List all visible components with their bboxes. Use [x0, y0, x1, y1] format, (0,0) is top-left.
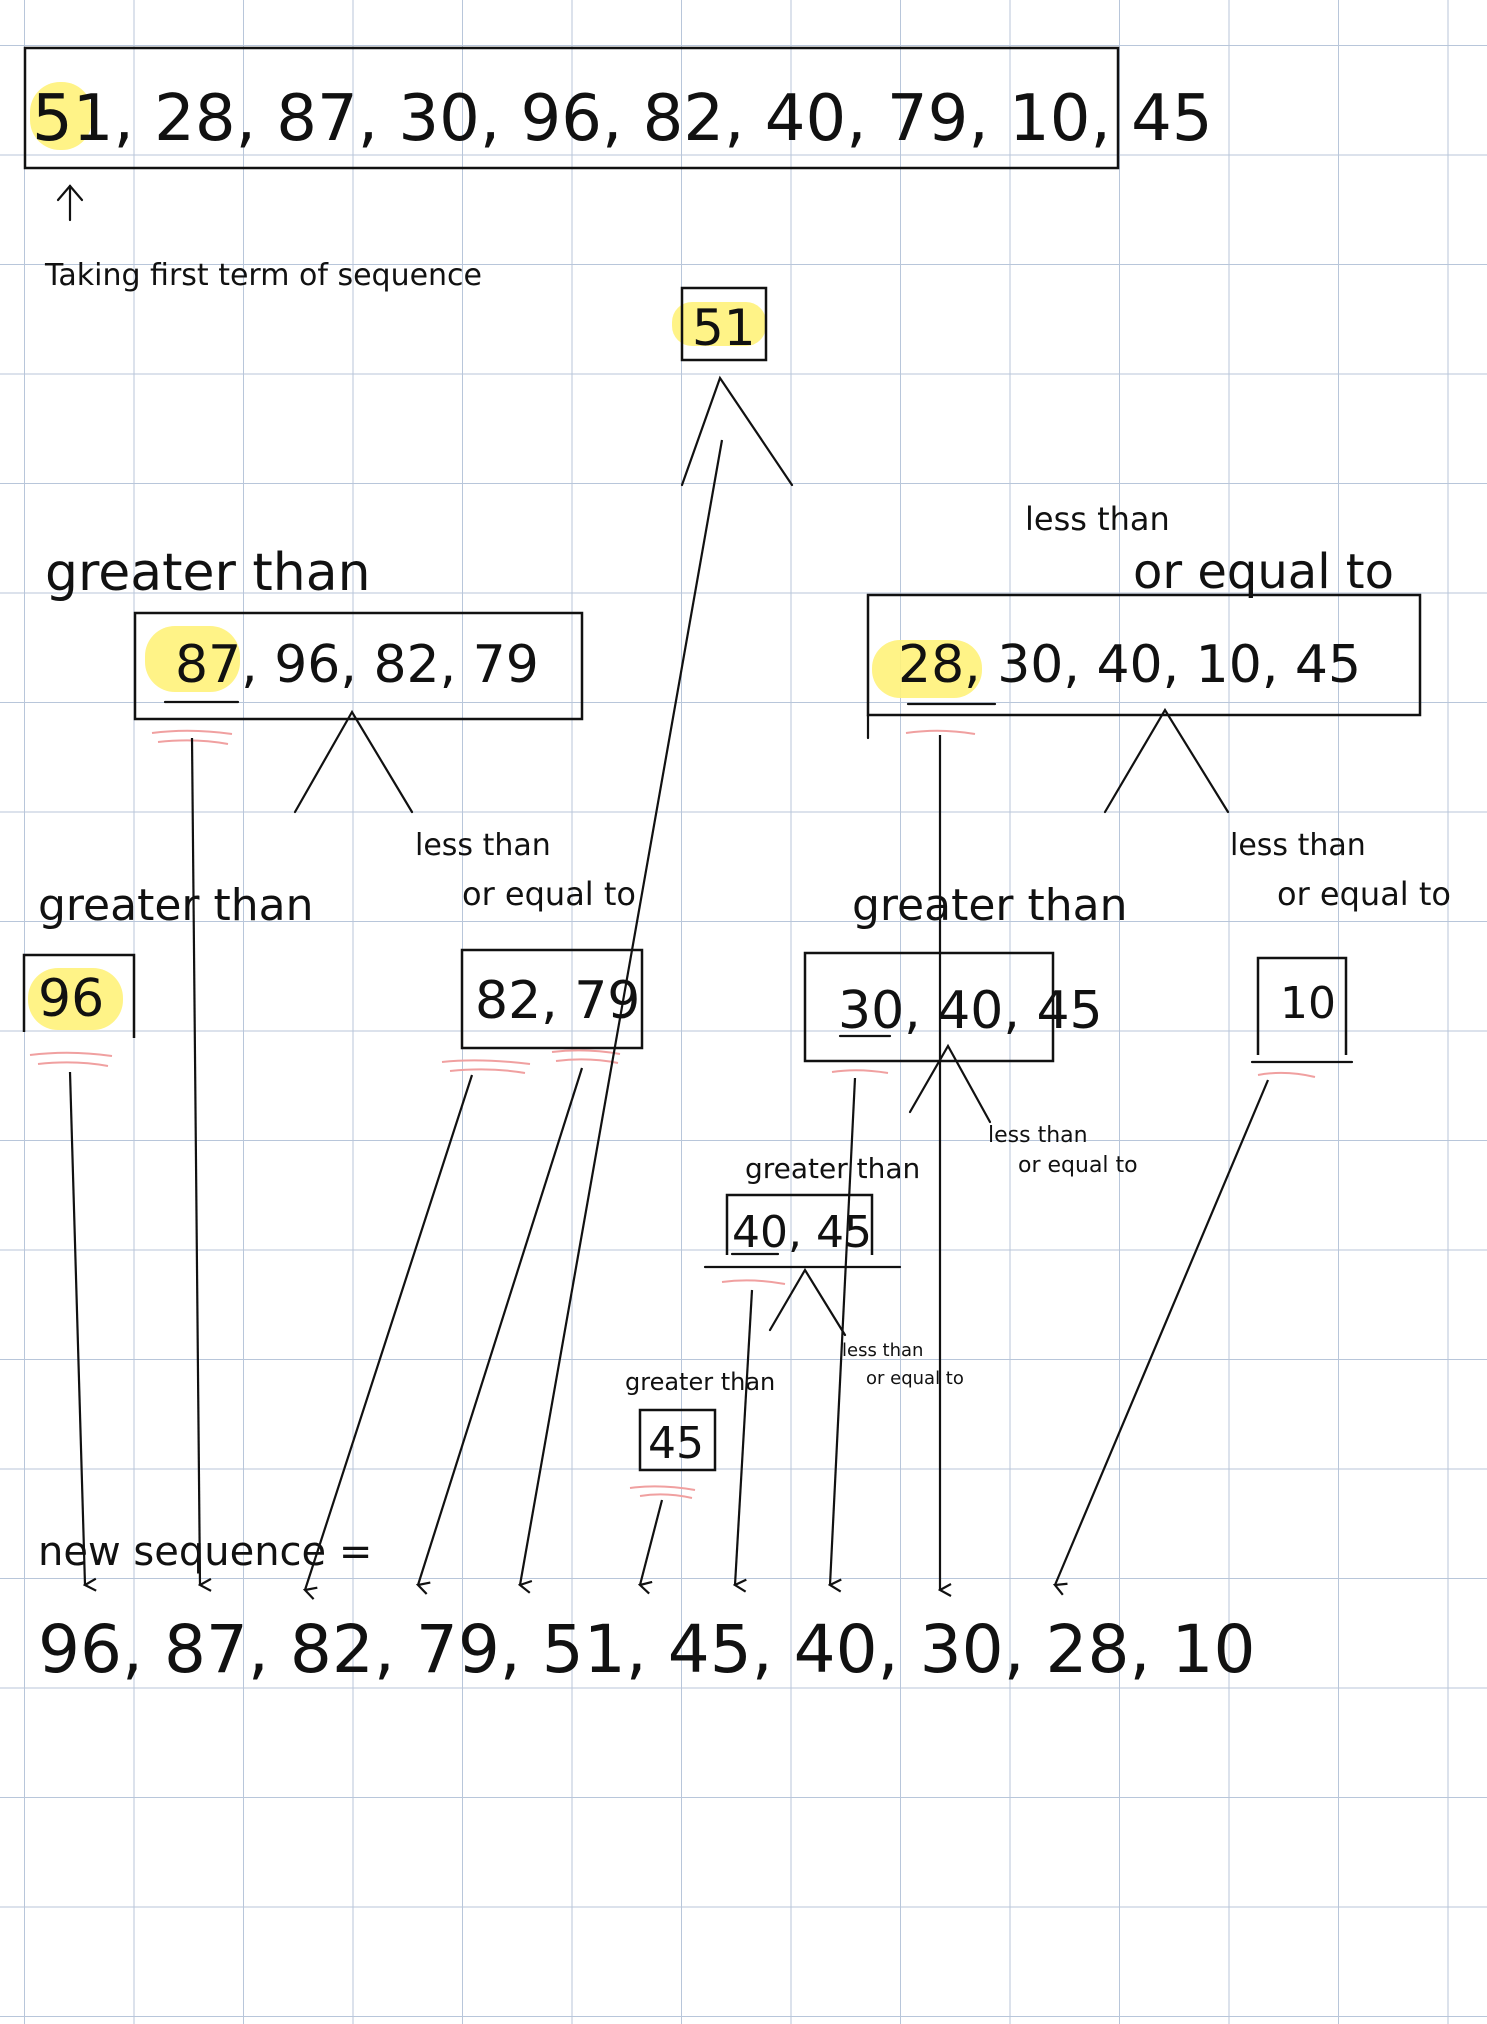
less-than-label-line1: less than	[1025, 500, 1170, 538]
less-than-label-line2: or equal to	[1133, 544, 1394, 600]
node-40-45-box	[725, 1193, 874, 1255]
greater-group: 87, 96, 82, 79	[175, 635, 539, 695]
node-96-box	[22, 953, 136, 1038]
greater-than-label-l4: greater than	[625, 1368, 775, 1396]
node-82-79: 82, 79	[475, 971, 640, 1031]
less-than-label-l2b-line1: less than	[1230, 828, 1366, 863]
node-30-40-45-box	[803, 951, 1055, 1063]
greater-than-label: greater than	[45, 543, 371, 603]
less-group: 28, 30, 40, 10, 45	[898, 635, 1361, 695]
node-30-40-45-branches	[908, 1043, 992, 1124]
less-than-label-l2a-line1: less than	[415, 828, 551, 863]
initial-sequence: 51, 28, 87, 30, 96, 82, 40, 79, 10, 45	[32, 82, 1213, 156]
result-label: new sequence =	[38, 1529, 372, 1575]
less-than-label-l4-line1: less than	[842, 1340, 923, 1361]
initial-sequence-box	[23, 46, 1120, 170]
highlight-pivot-51	[672, 302, 766, 346]
less-than-label-l3-line1: less than	[988, 1123, 1088, 1148]
node-30-40-45: 30, 40, 45	[838, 981, 1103, 1041]
pivot-51-box	[680, 286, 768, 362]
highlight-87	[145, 626, 240, 692]
highlight-28	[872, 640, 982, 698]
node-82-79-box	[460, 948, 644, 1050]
first-term-note: Taking first term of sequence	[44, 258, 482, 293]
greater-than-label-l2b: greater than	[852, 880, 1127, 931]
less-group-box	[866, 593, 1422, 717]
node-10-box	[1256, 956, 1348, 1055]
less-group-branches	[1103, 707, 1230, 814]
node-10: 10	[1280, 978, 1336, 1029]
result-sequence: 96, 87, 82, 79, 51, 45, 40, 30, 28, 10	[38, 1611, 1255, 1688]
node-96: 96	[38, 969, 104, 1029]
node-40-45-branches	[768, 1267, 847, 1337]
pivot-branches	[680, 375, 794, 487]
greater-group-branches	[293, 709, 414, 814]
less-than-label-l2a-line2: or equal to	[462, 875, 636, 913]
node-45-box	[638, 1408, 717, 1472]
greater-than-label-l3: greater than	[745, 1152, 920, 1185]
mapping-arrows	[68, 439, 1270, 1590]
less-than-label-l2b-line2: or equal to	[1277, 875, 1451, 913]
node-40-45: 40, 45	[732, 1207, 872, 1258]
less-than-label-l3-line2: or equal to	[1018, 1153, 1138, 1178]
greater-than-label-l2a: greater than	[38, 880, 313, 931]
highlight-51	[30, 82, 92, 150]
pivot-51: 51	[692, 299, 756, 357]
less-than-label-l4-line2: or equal to	[866, 1368, 964, 1389]
greater-group-box	[133, 611, 584, 721]
highlight-96	[28, 968, 123, 1030]
node-45: 45	[648, 1418, 704, 1469]
